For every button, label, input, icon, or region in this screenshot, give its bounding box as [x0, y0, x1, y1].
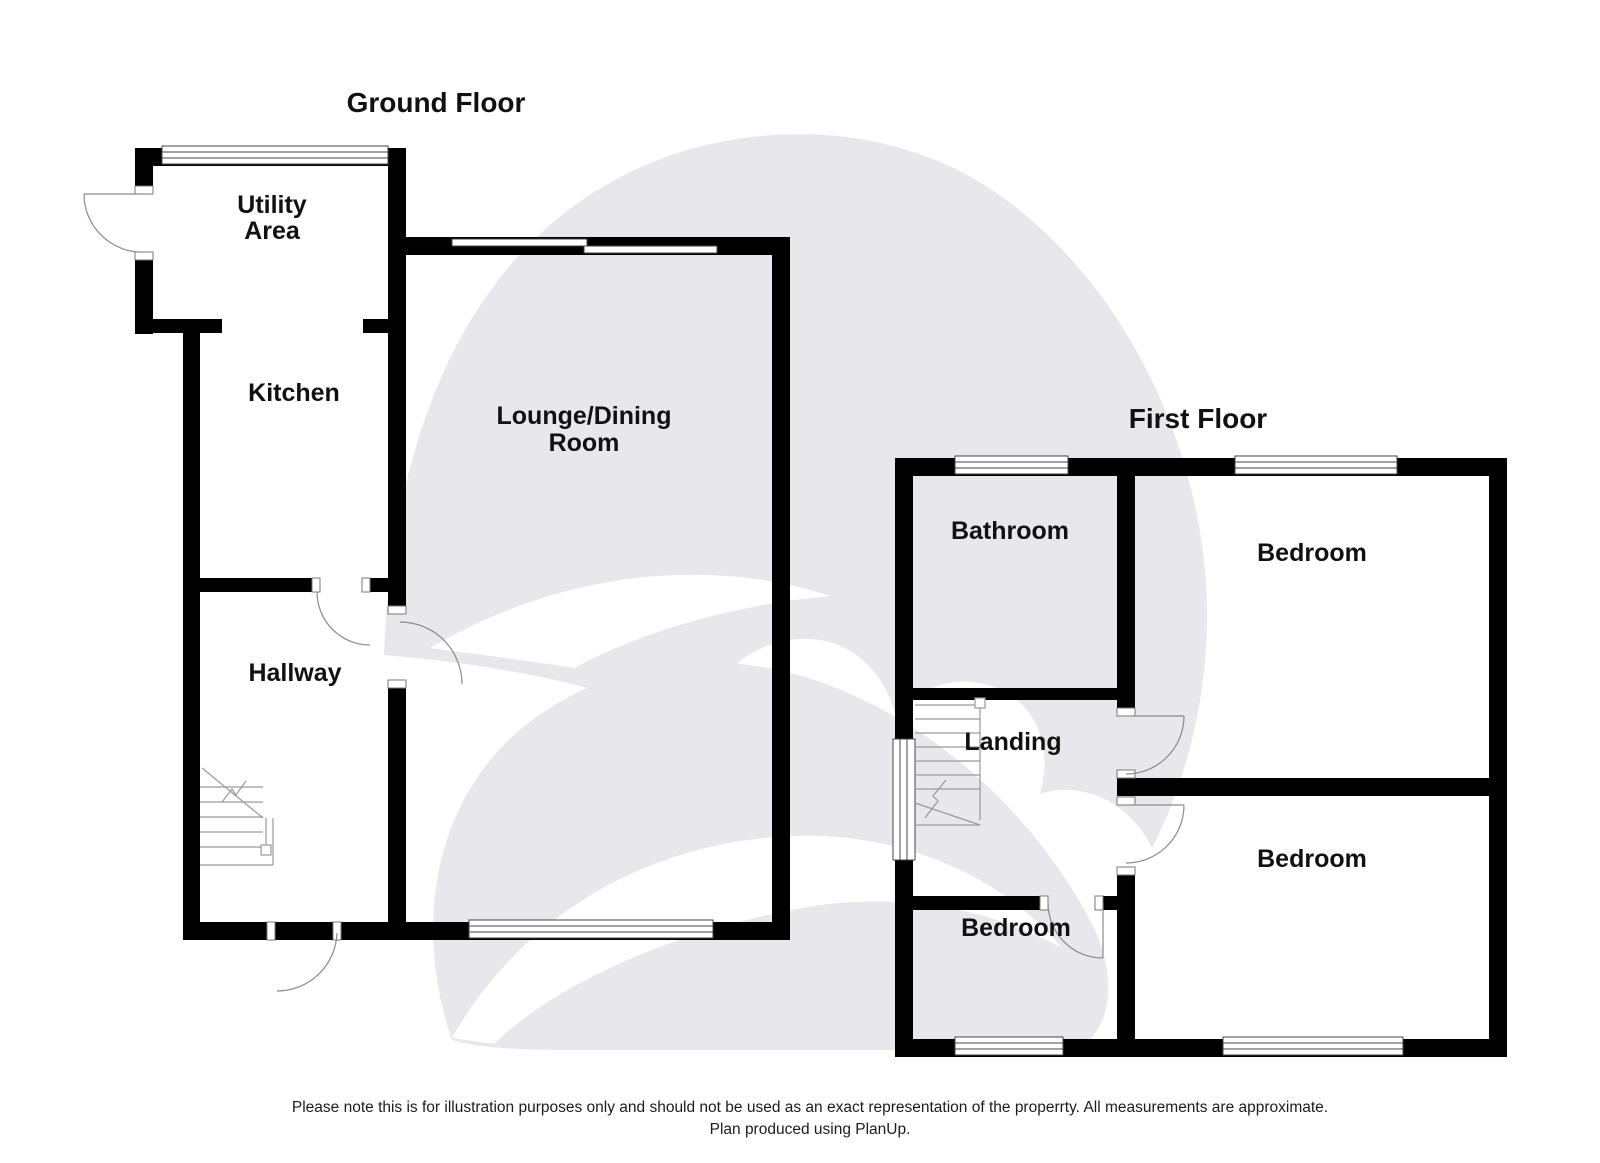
- ground-floor-windows: [161, 145, 718, 939]
- lounge-door: [387, 605, 463, 689]
- ground-floor-doors: [83, 185, 463, 992]
- utility-left-wall-lower: [135, 252, 153, 334]
- room-label-utility-line1: Utility: [237, 191, 307, 219]
- first-left-wall-lower: [895, 860, 913, 1057]
- kitchen-door: [311, 577, 371, 646]
- room-label-bedroom-bottom-left: Bedroom: [961, 914, 1071, 942]
- bathroom-window: [954, 455, 1069, 475]
- first-left-wall-upper: [895, 458, 913, 739]
- ground-floor-title: Ground Floor: [347, 87, 526, 118]
- ground-floor-plan: Ground Floor: [83, 87, 790, 992]
- first-floor-doors: [1039, 707, 1185, 959]
- bedroom-top-door: [1116, 707, 1185, 779]
- room-label-bedroom-bottom-right: Bedroom: [1257, 845, 1367, 873]
- utility-bottom-wall-left: [135, 319, 222, 333]
- lounge-bottom-window: [468, 919, 714, 939]
- utility-window: [161, 145, 389, 165]
- stairs-up-arrow: [221, 780, 247, 803]
- room-label-bedroom-top-right: Bedroom: [1257, 539, 1367, 567]
- watermark-neck-cutout: [430, 574, 830, 668]
- footer-disclaimer-line1: Please note this is for illustration pur…: [292, 1099, 1328, 1116]
- planup-watermark-logo: [384, 134, 1207, 1054]
- lounge-top-window: [451, 238, 718, 254]
- room-label-hallway: Hallway: [248, 659, 341, 687]
- utility-exterior-door: [83, 185, 154, 261]
- front-door: [266, 921, 342, 992]
- bedrooms-divider-wall: [1117, 778, 1507, 796]
- kitchen-hallway-left-wall: [183, 319, 200, 940]
- room-label-kitchen: Kitchen: [248, 379, 340, 407]
- bedroom-left-door: [1039, 895, 1104, 959]
- footer-disclaimer-line2: Plan produced using PlanUp.: [710, 1121, 911, 1138]
- kitchen-hallway-wall: [200, 578, 312, 592]
- landing-side-window: [892, 738, 916, 861]
- bedroom-right-door: [1116, 796, 1185, 876]
- utility-left-wall-upper: [135, 148, 153, 194]
- hallway-lounge-divider-lower: [388, 688, 406, 940]
- watermark-dome-shape: [384, 134, 1207, 849]
- bedroom-left-top-wall-stub: [1103, 896, 1135, 910]
- landing-bedroom-divider-lower: [1117, 867, 1135, 1039]
- stairs-down-arrow: [924, 779, 947, 819]
- first-floor-plan: First Floor: [892, 403, 1507, 1057]
- lounge-right-wall: [772, 237, 790, 940]
- footer-disclaimer: Please note this is for illustration pur…: [292, 1099, 1328, 1138]
- first-floor-stairs: [914, 697, 986, 826]
- bedroom-top-window: [1234, 455, 1398, 475]
- bedroom-left-top-wall: [913, 896, 1040, 910]
- kitchen-lounge-divider-upper: [388, 148, 406, 606]
- first-right-wall: [1489, 458, 1507, 1057]
- bedroom-right-bottom-window: [1222, 1036, 1404, 1056]
- room-label-utility-line2: Area: [244, 217, 301, 245]
- bathroom-bedroom-divider: [1117, 476, 1135, 708]
- room-label-lounge-line2: Room: [549, 429, 620, 457]
- kitchen-hallway-wall-stub: [370, 578, 388, 592]
- first-floor-title: First Floor: [1129, 403, 1268, 434]
- bedroom-left-bottom-window: [954, 1036, 1064, 1056]
- room-label-bathroom: Bathroom: [951, 517, 1069, 545]
- bathroom-bottom-wall: [913, 688, 1117, 700]
- ground-floor-stairs: [200, 767, 274, 866]
- room-label-lounge-line1: Lounge/Dining: [497, 402, 672, 430]
- first-floor-windows: [892, 455, 1404, 1056]
- room-label-landing: Landing: [964, 728, 1061, 756]
